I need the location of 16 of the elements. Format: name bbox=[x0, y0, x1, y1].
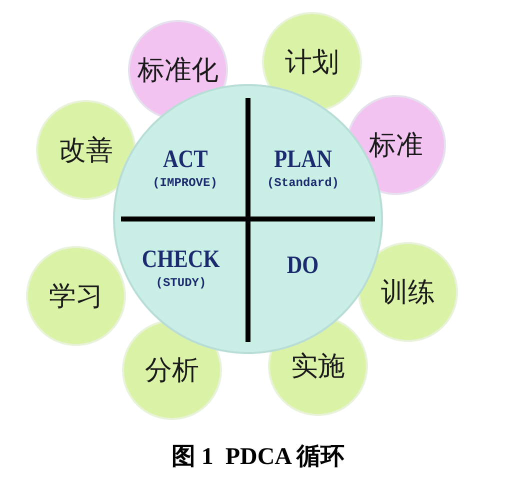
petal-label: 改善 bbox=[59, 134, 113, 168]
petal-label: 计划 bbox=[285, 46, 339, 80]
petal-label: 学习 bbox=[49, 280, 103, 314]
quadrant-title: CHECK bbox=[142, 246, 220, 274]
quadrant-title: PLAN bbox=[274, 146, 332, 174]
petal-label: 训练 bbox=[381, 276, 435, 310]
quadrant-subtitle: (STUDY) bbox=[156, 276, 206, 290]
petal-label: 实施 bbox=[291, 350, 345, 384]
quadrant-subtitle: (Standard) bbox=[266, 176, 339, 190]
petal-label: 分析 bbox=[145, 354, 199, 388]
quadrant-title: DO bbox=[287, 252, 319, 280]
petal-label: 标准化 bbox=[138, 54, 218, 88]
figure-caption: 图 1 PDCA 循环 bbox=[170, 443, 346, 472]
quadrant-subtitle: (IMPROVE) bbox=[152, 176, 218, 190]
quadrant-title: ACT bbox=[162, 146, 208, 174]
petal-label: 标准 bbox=[369, 129, 423, 163]
